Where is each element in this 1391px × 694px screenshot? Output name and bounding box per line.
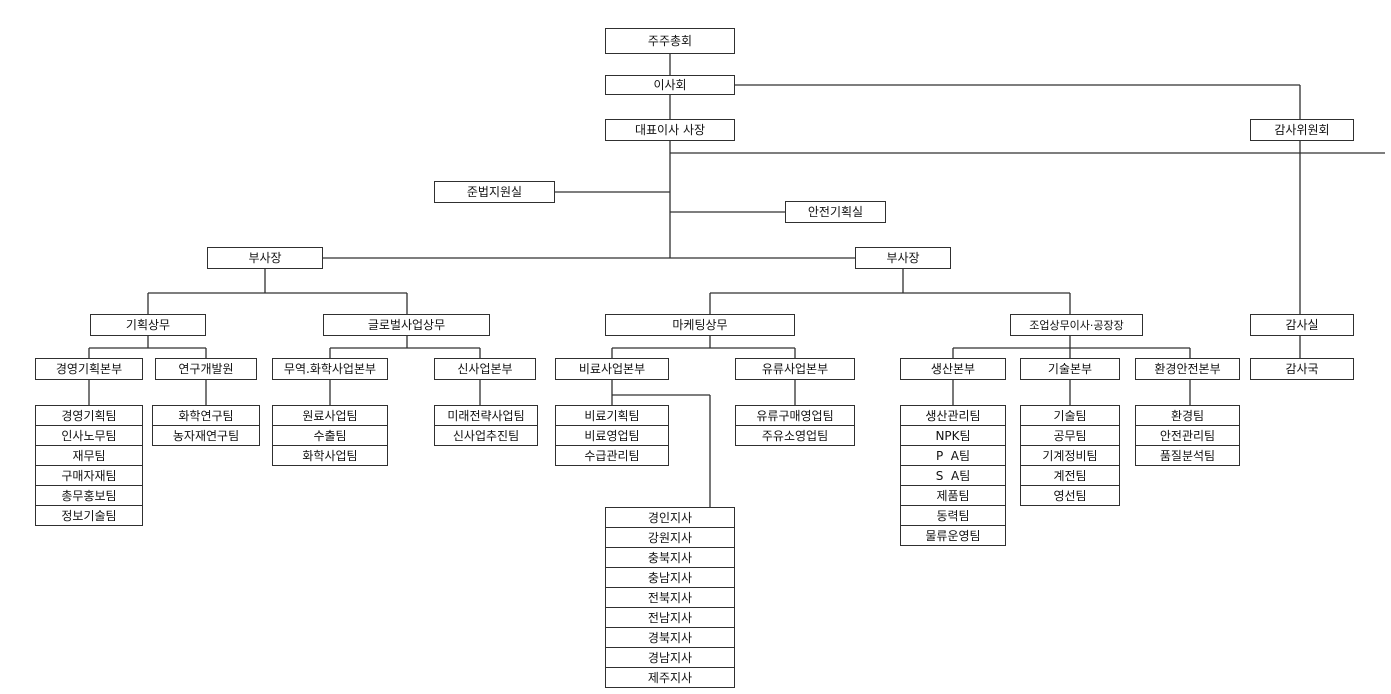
team-box: 경인지사 (605, 507, 735, 528)
team-box: 수급관리팀 (555, 445, 669, 466)
team-box: 환경팀 (1135, 405, 1240, 426)
shareholders-meeting-box: 주주총회 (605, 28, 735, 54)
team-box: 인사노무팀 (35, 425, 143, 446)
vice-president-right-box: 부사장 (855, 247, 951, 269)
production-hq-box: 생산본부 (900, 358, 1006, 380)
team-box: 구매자재팀 (35, 465, 143, 486)
mgmt-planning-hq-box: 경영기획본부 (35, 358, 143, 380)
marketing-executive-box: 마케팅상무 (605, 314, 795, 336)
production-executive-box: 조업상무이사·공장장 (1010, 314, 1143, 336)
team-box: 품질분석팀 (1135, 445, 1240, 466)
team-box: 재무팀 (35, 445, 143, 466)
team-box: 미래전략사업팀 (434, 405, 538, 426)
team-box: 기계정비팀 (1020, 445, 1120, 466)
team-box: 경북지사 (605, 627, 735, 648)
team-box: 제품팀 (900, 485, 1006, 506)
team-box: 총무홍보팀 (35, 485, 143, 506)
team-box: 비료영업팀 (555, 425, 669, 446)
audit-bureau-box: 감사국 (1250, 358, 1354, 380)
team-box: 원료사업팀 (272, 405, 388, 426)
team-box: 경영기획팀 (35, 405, 143, 426)
new-business-hq-box: 신사업본부 (434, 358, 536, 380)
team-box: 유류구매영업팀 (735, 405, 855, 426)
team-box: 경남지사 (605, 647, 735, 668)
compliance-office-box: 준법지원실 (434, 181, 555, 203)
audit-office-box: 감사실 (1250, 314, 1354, 336)
team-box: 농자재연구팀 (152, 425, 260, 446)
team-box: P A팀 (900, 445, 1006, 466)
team-box: 동력팀 (900, 505, 1006, 526)
audit-committee-box: 감사위원회 (1250, 119, 1354, 141)
team-box: 공무팀 (1020, 425, 1120, 446)
team-box: 안전관리팀 (1135, 425, 1240, 446)
team-box: 화학사업팀 (272, 445, 388, 466)
global-business-executive-box: 글로벌사업상무 (323, 314, 490, 336)
team-box: 물류운영팀 (900, 525, 1006, 546)
team-box: 생산관리팀 (900, 405, 1006, 426)
team-box: 화학연구팀 (152, 405, 260, 426)
vice-president-left-box: 부사장 (207, 247, 323, 269)
team-box: 신사업추진팀 (434, 425, 538, 446)
team-box: 정보기술팀 (35, 505, 143, 526)
fertilizer-business-hq-box: 비료사업본부 (555, 358, 669, 380)
team-box: 비료기획팀 (555, 405, 669, 426)
planning-executive-box: 기획상무 (90, 314, 206, 336)
team-box: 기술팀 (1020, 405, 1120, 426)
team-box: 제주지사 (605, 667, 735, 688)
team-box: NPK팀 (900, 425, 1006, 446)
board-of-directors-box: 이사회 (605, 75, 735, 95)
team-box: 전북지사 (605, 587, 735, 608)
team-box: 충북지사 (605, 547, 735, 568)
oil-business-hq-box: 유류사업본부 (735, 358, 855, 380)
team-box: 충남지사 (605, 567, 735, 588)
team-box: 주유소영업팀 (735, 425, 855, 446)
rnd-institute-box: 연구개발원 (155, 358, 257, 380)
team-box: 영선팀 (1020, 485, 1120, 506)
ceo-box: 대표이사 사장 (605, 119, 735, 141)
safety-planning-office-box: 안전기획실 (785, 201, 886, 223)
env-safety-hq-box: 환경안전본부 (1135, 358, 1240, 380)
team-box: 전남지사 (605, 607, 735, 628)
team-box: 수출팀 (272, 425, 388, 446)
team-box: S A팀 (900, 465, 1006, 486)
technology-hq-box: 기술본부 (1020, 358, 1120, 380)
trade-chem-hq-box: 무역.화학사업본부 (272, 358, 388, 380)
team-box: 계전팀 (1020, 465, 1120, 486)
team-box: 강원지사 (605, 527, 735, 548)
